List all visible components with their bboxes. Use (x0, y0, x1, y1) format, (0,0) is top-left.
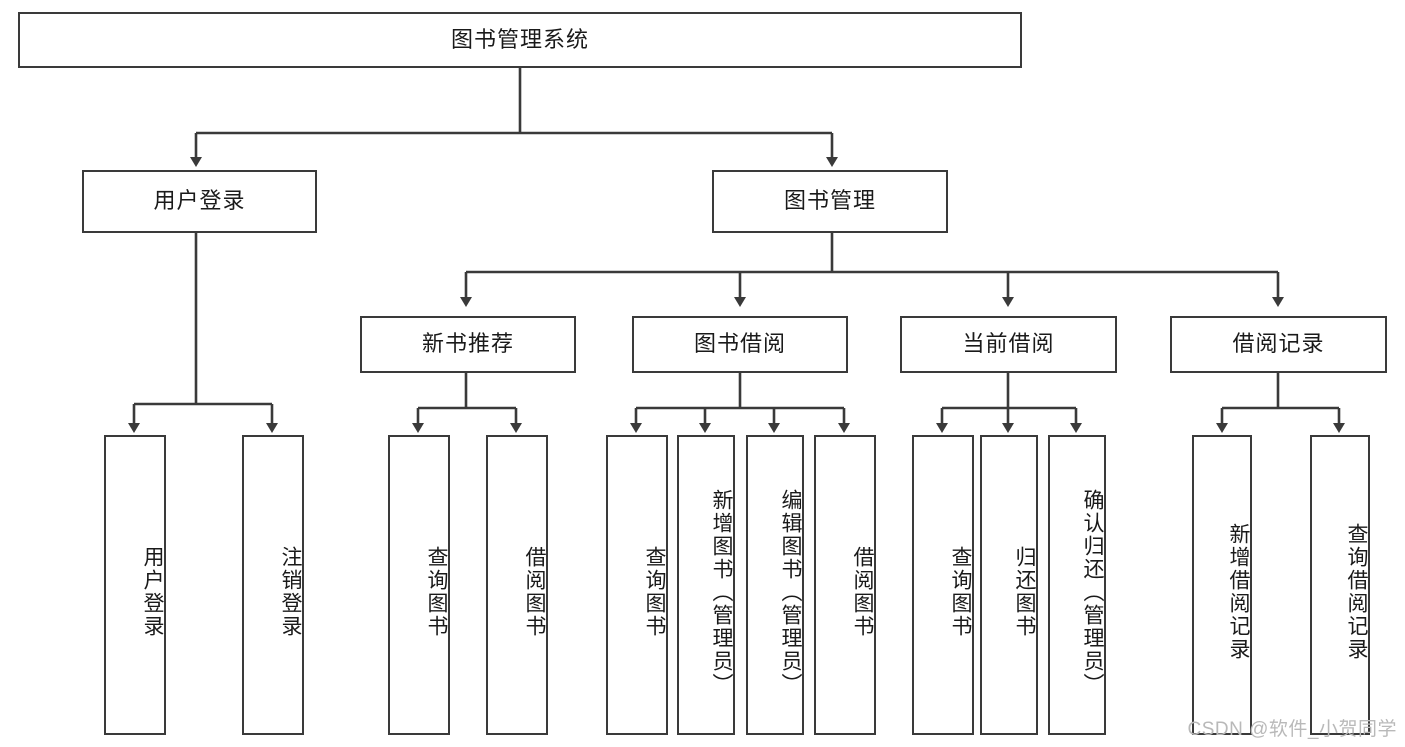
node-label: 查询图书 (425, 546, 448, 638)
node-label: 用户登录 (141, 546, 164, 638)
node-label: 确认归还（管理员） (1081, 488, 1104, 696)
leaf-current-borrow-confirm-return[interactable]: 确认归还（管理员） (1048, 435, 1106, 735)
leaf-book-borrow-query[interactable]: 查询图书 (606, 435, 668, 735)
node-label: 借阅图书 (851, 546, 874, 638)
leaf-borrow-records-add[interactable]: 新增借阅记录 (1192, 435, 1252, 735)
leaf-user-login-signin[interactable]: 用户登录 (104, 435, 166, 735)
node-label: 借阅图书 (523, 546, 546, 638)
node-label: 新增借阅记录 (1227, 523, 1250, 661)
node-label: 查询图书 (949, 546, 972, 638)
node-user-login[interactable]: 用户登录 (82, 170, 317, 233)
leaf-book-borrow-edit[interactable]: 编辑图书（管理员） (746, 435, 804, 735)
node-new-book-recommend[interactable]: 新书推荐 (360, 316, 576, 373)
node-label: 归还图书 (1013, 546, 1036, 638)
node-label: 图书管理系统 (450, 26, 589, 52)
node-borrow-records[interactable]: 借阅记录 (1170, 316, 1387, 373)
leaf-current-borrow-return[interactable]: 归还图书 (980, 435, 1038, 735)
node-book-management[interactable]: 图书管理 (712, 170, 948, 233)
node-current-borrow[interactable]: 当前借阅 (900, 316, 1117, 373)
node-label: 注销登录 (279, 546, 302, 638)
node-label: 编辑图书（管理员） (779, 488, 802, 696)
node-label: 查询借阅记录 (1345, 523, 1368, 661)
node-label: 借阅记录 (1232, 331, 1325, 357)
node-label: 用户登录 (153, 188, 246, 214)
node-label: 新书推荐 (421, 331, 514, 357)
leaf-new-book-borrow[interactable]: 借阅图书 (486, 435, 548, 735)
leaf-book-borrow-borrow[interactable]: 借阅图书 (814, 435, 876, 735)
node-label: 查询图书 (643, 546, 666, 638)
leaf-user-login-signout[interactable]: 注销登录 (242, 435, 304, 735)
watermark: CSDN @软件_小贺同学 (1187, 719, 1397, 740)
node-label: 图书管理 (783, 188, 876, 214)
leaf-book-borrow-add[interactable]: 新增图书（管理员） (677, 435, 735, 735)
node-book-borrow[interactable]: 图书借阅 (632, 316, 848, 373)
leaf-borrow-records-query[interactable]: 查询借阅记录 (1310, 435, 1370, 735)
node-label: 新增图书（管理员） (710, 488, 733, 696)
node-root-book-management-system[interactable]: 图书管理系统 (18, 12, 1022, 68)
leaf-current-borrow-query[interactable]: 查询图书 (912, 435, 974, 735)
node-label: 当前借阅 (962, 331, 1055, 357)
node-label: 图书借阅 (693, 331, 786, 357)
leaf-new-book-query[interactable]: 查询图书 (388, 435, 450, 735)
